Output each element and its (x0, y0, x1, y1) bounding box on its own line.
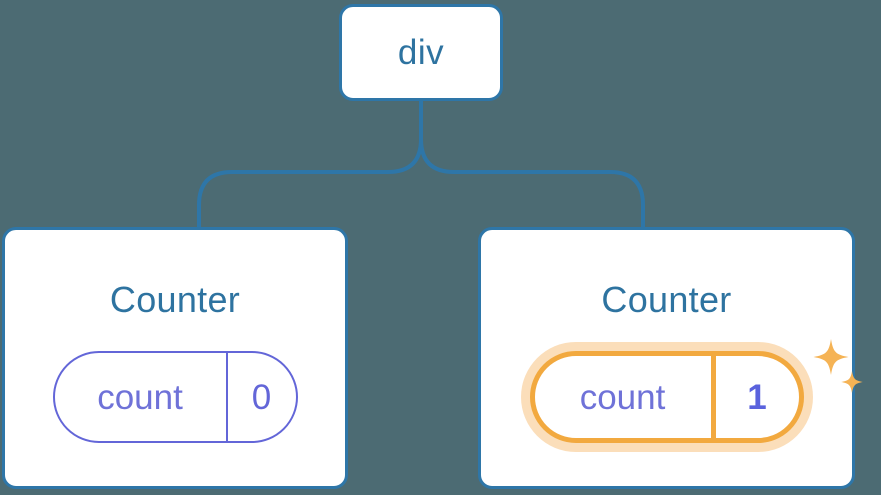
state-value-label-left: 0 (251, 377, 272, 417)
state-key-cell-right: count (535, 356, 716, 438)
state-key-label-left: count (97, 377, 183, 417)
node-counter-right[interactable]: Counter count 1 (478, 227, 863, 489)
state-value-cell-right: 1 (716, 356, 799, 438)
state-pill-left[interactable]: count 0 (52, 351, 298, 443)
state-key-cell-left: count (55, 353, 228, 441)
state-value-cell-left: 0 (228, 353, 296, 441)
node-counter-left[interactable]: Counter count 0 (2, 227, 348, 489)
state-pill-wrapper-left: count 0 (52, 351, 298, 443)
sparkle-group (813, 339, 863, 393)
sparkle-large-icon (813, 339, 848, 375)
state-value-label-right: 1 (747, 377, 767, 417)
state-key-label-right: count (579, 377, 666, 417)
node-counter-right-label: Counter (601, 279, 732, 320)
node-root-div[interactable]: div (339, 4, 503, 101)
state-pill-wrapper-right: count 1 (529, 339, 863, 443)
state-pill-right-highlighted[interactable]: count 1 (529, 351, 804, 443)
node-root-label: div (397, 33, 445, 72)
node-counter-left-label: Counter (109, 279, 241, 320)
sparkle-small-icon (840, 371, 863, 393)
